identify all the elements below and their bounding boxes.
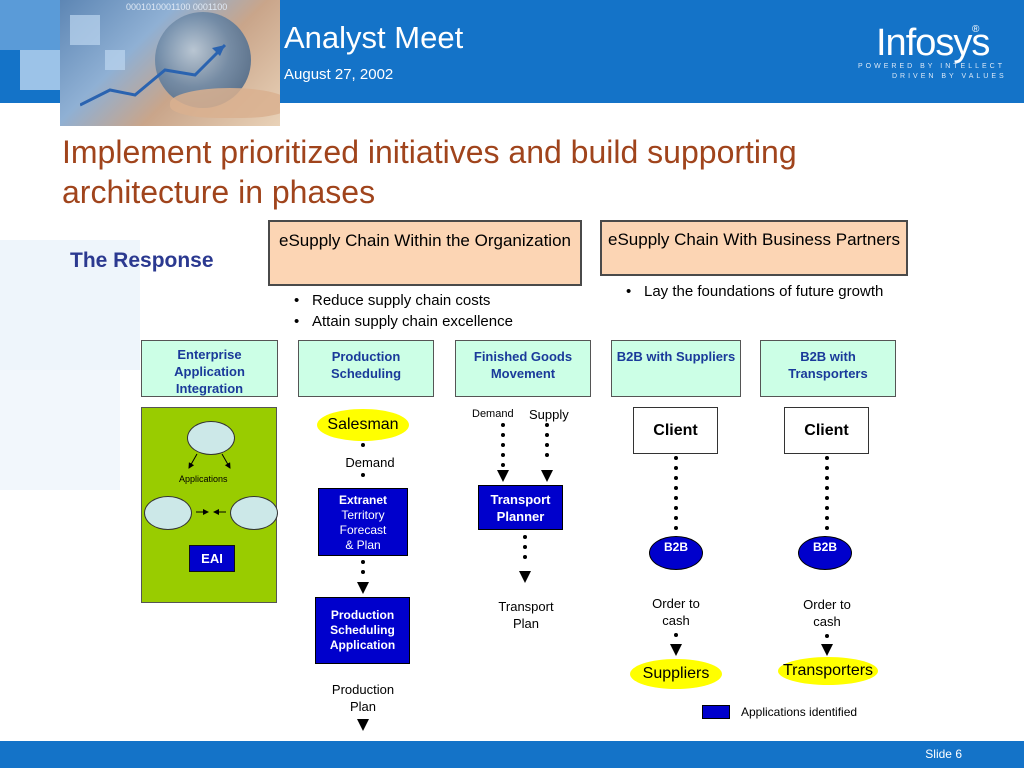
slide-number: Slide 6 bbox=[925, 747, 962, 761]
logo-tagline-2: DRIVEN BY VALUES bbox=[892, 73, 1007, 80]
photo-binary-digits: 0001010001100 0001100 bbox=[126, 2, 228, 12]
legend-swatch bbox=[702, 705, 730, 719]
down-triangle-arrow bbox=[357, 719, 369, 731]
dotted-arrow-connector bbox=[545, 423, 549, 463]
registered-mark: ® bbox=[972, 24, 980, 35]
down-triangle-arrow bbox=[541, 470, 553, 482]
phase-bullets-partners: Lay the foundations of future growth bbox=[622, 281, 892, 302]
salesman-oval: Salesman bbox=[317, 409, 409, 441]
phase-title: eSupply Chain With Business Partners bbox=[608, 230, 900, 249]
phase-title: eSupply Chain Within the Organization bbox=[279, 231, 571, 250]
response-label: The Response bbox=[70, 249, 214, 272]
demand-label: Demand bbox=[334, 454, 406, 471]
deco-square bbox=[0, 0, 60, 50]
hand-icon bbox=[170, 88, 280, 118]
bullet-item: Lay the foundations of future growth bbox=[622, 281, 892, 302]
client-box-transporters: Client bbox=[784, 407, 869, 454]
b2b-oval-suppliers: B2B bbox=[649, 536, 703, 570]
dotted-arrow-connector bbox=[523, 535, 527, 565]
eai-panel: Applications EAI bbox=[141, 407, 278, 603]
extranet-line: Forecast bbox=[339, 523, 387, 537]
infosys-logo: Infosys bbox=[876, 22, 990, 64]
dotted-arrow-connector bbox=[825, 456, 829, 536]
extranet-box: Extranet Territory Forecast & Plan bbox=[318, 488, 408, 556]
dotted-arrow-connector bbox=[361, 473, 365, 483]
dotted-arrow-connector bbox=[361, 443, 365, 453]
slide-heading: Implement prioritized initiatives and bu… bbox=[62, 134, 797, 210]
bullet-item: Attain supply chain excellence bbox=[290, 311, 590, 332]
transporters-oval: Transporters bbox=[778, 657, 878, 685]
rising-arrow-icon bbox=[80, 43, 227, 107]
order-to-cash-transporters: Order to cash bbox=[803, 597, 851, 629]
down-triangle-arrow bbox=[497, 470, 509, 482]
footer-band: Slide 6 bbox=[0, 741, 1024, 768]
phase-box-organization: eSupply Chain Within the Organization bbox=[268, 220, 582, 286]
production-scheduling-app: Production Scheduling Application bbox=[315, 597, 410, 664]
production-plan-label: Production Plan bbox=[331, 682, 395, 714]
logo-tagline-1: POWERED BY INTELLECT bbox=[858, 63, 1006, 70]
bullet-item: Reduce supply chain costs bbox=[290, 290, 590, 311]
phase-box-partners: eSupply Chain With Business Partners bbox=[600, 220, 908, 276]
deco-square bbox=[20, 50, 60, 90]
suppliers-oval: Suppliers bbox=[630, 659, 722, 689]
application-oval bbox=[144, 496, 192, 530]
deco-square bbox=[0, 240, 140, 370]
dotted-arrow-connector bbox=[674, 633, 678, 643]
deco-square bbox=[0, 370, 120, 490]
category-eai: Enterprise Application Integration bbox=[141, 340, 278, 397]
photo-deco-square bbox=[70, 15, 100, 45]
down-triangle-arrow bbox=[519, 571, 531, 583]
down-triangle-arrow bbox=[357, 582, 369, 594]
photo-deco-square bbox=[105, 50, 125, 70]
application-oval bbox=[230, 496, 278, 530]
dotted-arrow-connector bbox=[674, 456, 678, 536]
presentation-date: August 27, 2002 bbox=[284, 66, 394, 83]
application-oval bbox=[187, 421, 235, 455]
category-b2b-suppliers: B2B with Suppliers bbox=[611, 340, 741, 397]
globe-handshake-photo: 0001010001100 0001100 bbox=[60, 0, 280, 126]
transport-plan-label: Transport Plan bbox=[498, 599, 554, 631]
extranet-title: Extranet bbox=[338, 493, 388, 507]
eai-box: EAI bbox=[189, 545, 235, 572]
applications-label: Applications bbox=[179, 474, 228, 484]
category-production-scheduling: Production Scheduling bbox=[298, 340, 434, 397]
fg-demand-label: Demand bbox=[472, 408, 514, 420]
dotted-arrow-connector bbox=[825, 634, 829, 644]
b2b-oval-transporters: B2B bbox=[798, 536, 852, 570]
client-box-suppliers: Client bbox=[633, 407, 718, 454]
extranet-line: & Plan bbox=[345, 538, 381, 552]
fg-supply-label: Supply bbox=[529, 407, 569, 422]
dotted-arrow-connector bbox=[501, 423, 505, 473]
legend-label: Applications identified bbox=[741, 705, 858, 719]
down-triangle-arrow bbox=[670, 644, 682, 656]
category-finished-goods: Finished Goods Movement bbox=[455, 340, 591, 397]
order-to-cash-suppliers: Order to cash bbox=[652, 596, 700, 628]
dotted-arrow-connector bbox=[361, 560, 365, 580]
eai-arrows-icon bbox=[188, 453, 231, 515]
transport-planner-box: Transport Planner bbox=[478, 485, 563, 530]
category-b2b-transporters: B2B with Transporters bbox=[760, 340, 896, 397]
presentation-title: Analyst Meet bbox=[284, 20, 464, 55]
phase-bullets-organization: Reduce supply chain costs Attain supply … bbox=[290, 290, 590, 332]
down-triangle-arrow bbox=[821, 644, 833, 656]
extranet-line: Territory bbox=[341, 508, 385, 522]
